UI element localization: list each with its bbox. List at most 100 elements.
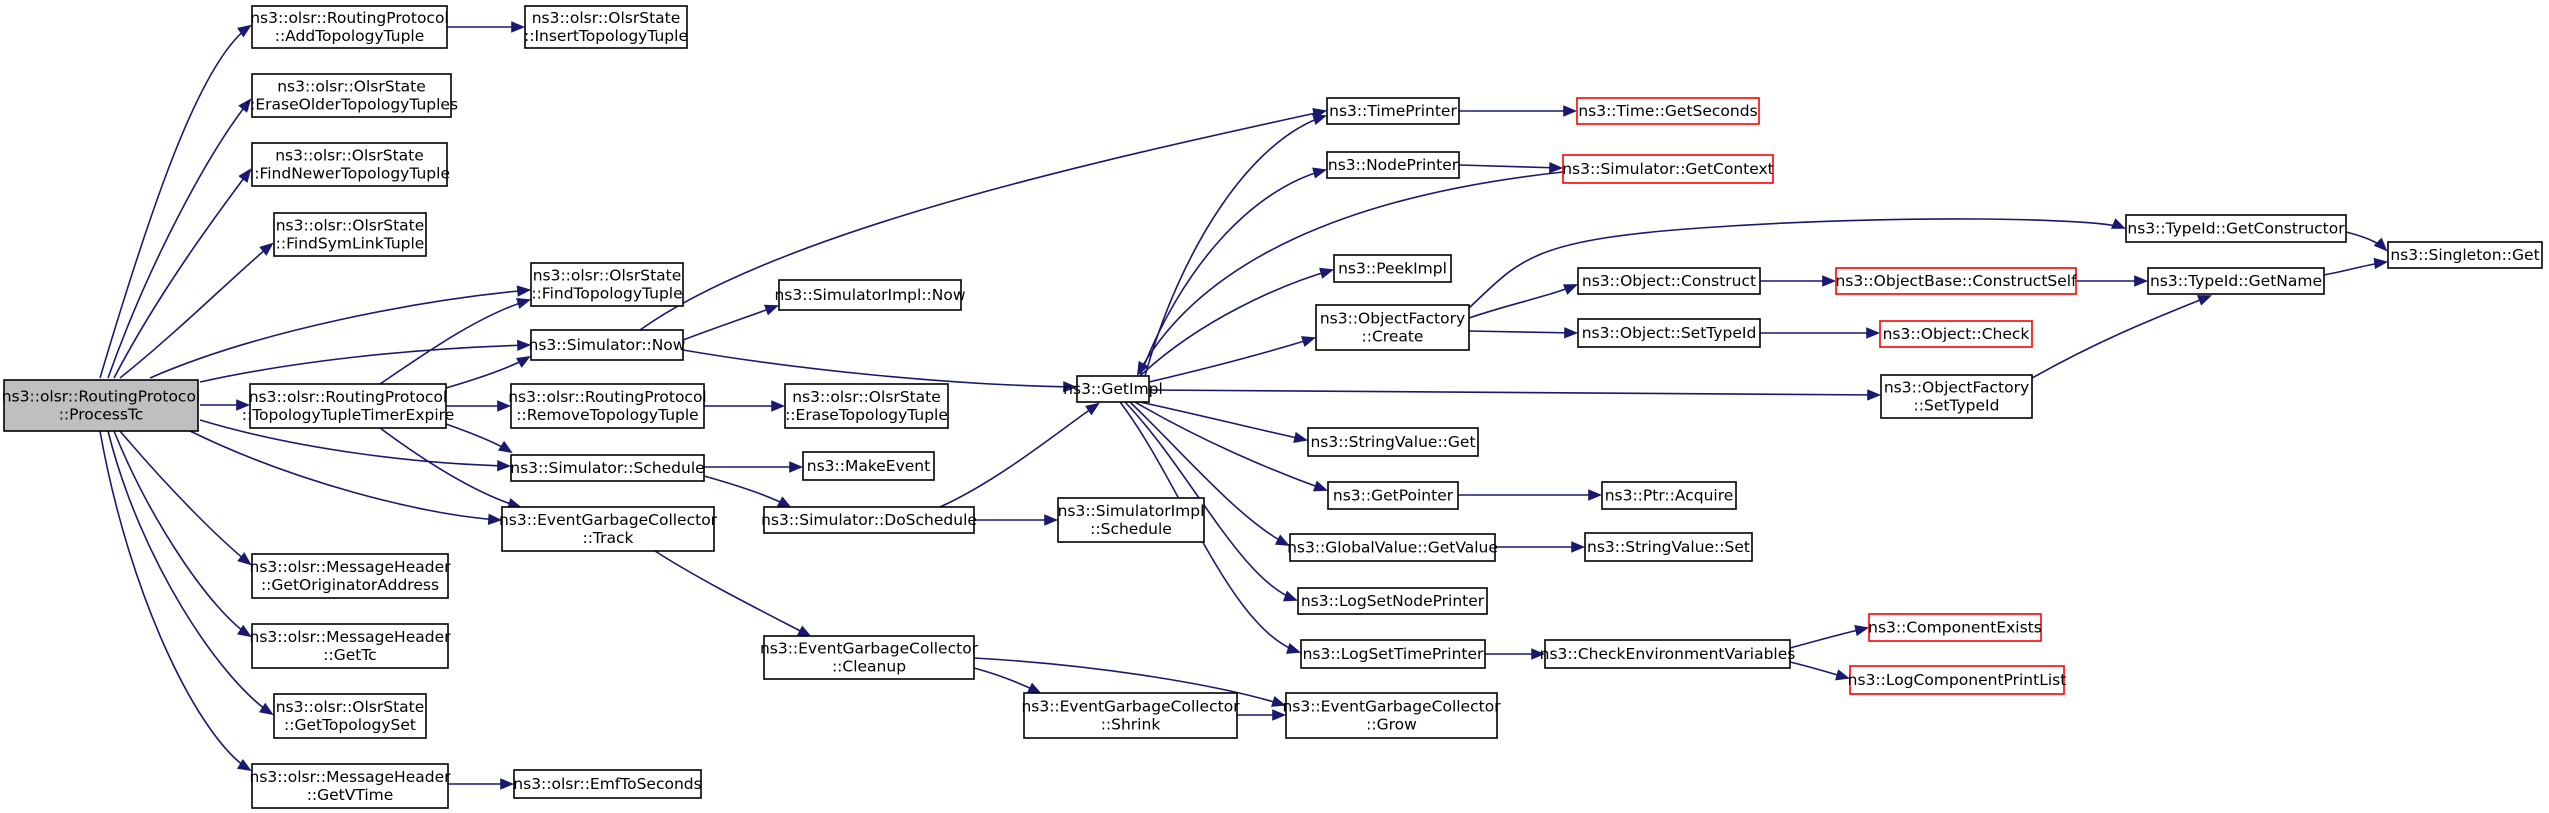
node-type-id-get-constructor[interactable]: ns3::TypeId::GetConstructor: [2125, 214, 2347, 243]
node-box[interactable]: [1544, 639, 1791, 669]
node-box[interactable]: [251, 73, 452, 118]
node-box[interactable]: [1297, 587, 1488, 615]
node-egc-track[interactable]: ns3::EventGarbageCollector::Track: [499, 506, 718, 552]
node-box[interactable]: [1577, 267, 1761, 295]
node-find-topology-tuple[interactable]: ns3::olsr::OlsrState::FindTopologyTuple: [530, 262, 684, 307]
node-box[interactable]: [1076, 375, 1150, 403]
node-box[interactable]: [1289, 533, 1496, 562]
node-box[interactable]: [1868, 613, 2042, 642]
node-simulator-now[interactable]: ns3::Simulator::Now: [529, 329, 686, 361]
node-get-pointer[interactable]: ns3::GetPointer: [1327, 481, 1459, 510]
node-box[interactable]: [784, 383, 949, 429]
node-ptr-acquire[interactable]: ns3::Ptr::Acquire: [1601, 481, 1737, 510]
node-object-set-type-id[interactable]: ns3::Object::SetTypeId: [1577, 318, 1761, 348]
node-box[interactable]: [524, 5, 688, 49]
node-box[interactable]: [1285, 692, 1498, 739]
node-make-event[interactable]: ns3::MakeEvent: [802, 451, 935, 481]
node-egc-cleanup[interactable]: ns3::EventGarbageCollector::Cleanup: [760, 635, 979, 680]
node-box[interactable]: [2387, 241, 2543, 269]
node-string-value-get[interactable]: ns3::StringValue::Get: [1307, 427, 1479, 457]
node-box[interactable]: [251, 763, 449, 809]
node-time-printer[interactable]: ns3::TimePrinter: [1326, 97, 1460, 125]
node-egc-grow[interactable]: ns3::EventGarbageCollector::Grow: [1282, 692, 1501, 739]
node-singleton-get[interactable]: ns3::Singleton::Get: [2387, 241, 2543, 269]
node-box[interactable]: [1326, 151, 1460, 179]
node-box[interactable]: [273, 212, 427, 257]
node-box[interactable]: [1333, 254, 1452, 283]
node-log-set-time-printer[interactable]: ns3::LogSetTimePrinter: [1300, 639, 1486, 669]
node-type-id-get-name[interactable]: ns3::TypeId::GetName: [2147, 267, 2325, 295]
node-node-printer[interactable]: ns3::NodePrinter: [1326, 151, 1460, 179]
node-box[interactable]: [2125, 214, 2347, 243]
node-box[interactable]: [501, 506, 715, 552]
node-log-set-node-printer[interactable]: ns3::LogSetNodePrinter: [1297, 587, 1488, 615]
node-box[interactable]: [1849, 665, 2065, 695]
node-box[interactable]: [251, 553, 449, 599]
node-box[interactable]: [1307, 427, 1479, 457]
node-box[interactable]: [1879, 320, 2033, 348]
node-box[interactable]: [763, 506, 975, 534]
node-add-topology-tuple[interactable]: ns3::olsr::RoutingProtocol::AddTopologyT…: [250, 5, 449, 49]
node-erase-topology-tuple[interactable]: ns3::olsr::OlsrState::EraseTopologyTuple: [784, 383, 949, 429]
node-find-sym-link-tuple[interactable]: ns3::olsr::OlsrState::FindSymLinkTuple: [273, 212, 427, 257]
node-box[interactable]: [1562, 154, 1774, 184]
node-simulator-impl-schedule[interactable]: ns3::SimulatorImpl::Schedule: [1057, 497, 1205, 543]
node-object-base-construct-self[interactable]: ns3::ObjectBase::ConstructSelf: [1835, 267, 2077, 295]
node-box[interactable]: [513, 769, 702, 799]
node-box[interactable]: [251, 5, 448, 49]
node-get-vtime[interactable]: ns3::olsr::MessageHeader::GetVTime: [250, 763, 452, 809]
node-box[interactable]: [510, 383, 705, 429]
node-global-value-get-value[interactable]: ns3::GlobalValue::GetValue: [1287, 533, 1498, 562]
node-emf-to-seconds[interactable]: ns3::olsr::EmfToSeconds: [513, 769, 702, 799]
node-get-originator-address[interactable]: ns3::olsr::MessageHeader::GetOriginatorA…: [250, 553, 452, 599]
node-simulator-do-schedule[interactable]: ns3::Simulator::DoSchedule: [761, 506, 977, 534]
node-box[interactable]: [1835, 267, 2077, 295]
node-box[interactable]: [1315, 304, 1470, 351]
node-process-tc[interactable]: ns3::olsr::RoutingProtocol::ProcessTc: [2, 379, 201, 432]
node-object-check[interactable]: ns3::Object::Check: [1879, 320, 2033, 348]
node-box[interactable]: [1057, 497, 1205, 543]
node-erase-older-topology-tuples[interactable]: ns3::olsr::OlsrState::EraseOlderTopology…: [245, 73, 458, 118]
node-peek-impl[interactable]: ns3::PeekImpl: [1333, 254, 1452, 283]
node-box[interactable]: [1327, 481, 1459, 510]
node-box[interactable]: [763, 635, 975, 680]
node-box[interactable]: [3, 379, 199, 432]
node-box[interactable]: [1300, 639, 1486, 669]
node-remove-topology-tuple[interactable]: ns3::olsr::RoutingProtocol::RemoveTopolo…: [508, 383, 707, 429]
node-get-impl[interactable]: ns3::GetImpl: [1063, 375, 1163, 403]
node-box[interactable]: [1576, 97, 1760, 125]
node-get-topology-set[interactable]: ns3::olsr::OlsrState::GetTopologySet: [273, 693, 427, 739]
node-find-newer-topology-tuple[interactable]: ns3::olsr::OlsrState::FindNewerTopologyT…: [249, 142, 450, 187]
node-box[interactable]: [1577, 318, 1761, 348]
node-box[interactable]: [251, 623, 449, 669]
node-simulator-impl-now[interactable]: ns3::SimulatorImpl::Now: [774, 279, 966, 311]
node-topology-tuple-timer-expire[interactable]: ns3::olsr::RoutingProtocol::TopologyTupl…: [242, 383, 455, 429]
node-box[interactable]: [1601, 481, 1737, 510]
node-check-environment-variables[interactable]: ns3::CheckEnvironmentVariables: [1540, 639, 1796, 669]
node-box[interactable]: [510, 454, 705, 482]
node-component-exists[interactable]: ns3::ComponentExists: [1868, 613, 2042, 642]
node-box[interactable]: [530, 329, 684, 361]
node-box[interactable]: [251, 142, 448, 187]
node-simulator-get-context[interactable]: ns3::Simulator::GetContext: [1562, 154, 1774, 184]
node-box[interactable]: [249, 383, 447, 429]
node-insert-topology-tuple[interactable]: ns3::olsr::OlsrState::InsertTopologyTupl…: [524, 5, 688, 49]
node-object-construct[interactable]: ns3::Object::Construct: [1577, 267, 1761, 295]
node-object-factory-create[interactable]: ns3::ObjectFactory::Create: [1315, 304, 1470, 351]
node-box[interactable]: [1880, 374, 2033, 419]
node-time-get-seconds[interactable]: ns3::Time::GetSeconds: [1576, 97, 1760, 125]
node-box[interactable]: [2147, 267, 2325, 295]
node-log-component-print-list[interactable]: ns3::LogComponentPrintList: [1848, 665, 2067, 695]
node-box[interactable]: [802, 451, 935, 481]
node-box[interactable]: [1326, 97, 1460, 125]
node-box[interactable]: [778, 279, 962, 311]
node-box[interactable]: [530, 262, 684, 307]
node-get-tc[interactable]: ns3::olsr::MessageHeader::GetTc: [250, 623, 452, 669]
node-box[interactable]: [1584, 532, 1753, 562]
node-object-factory-set-type-id[interactable]: ns3::ObjectFactory::SetTypeId: [1880, 374, 2033, 419]
node-box[interactable]: [273, 693, 427, 739]
node-box[interactable]: [1023, 692, 1238, 739]
node-egc-shrink[interactable]: ns3::EventGarbageCollector::Shrink: [1021, 692, 1240, 739]
node-simulator-schedule[interactable]: ns3::Simulator::Schedule: [510, 454, 705, 482]
node-string-value-set[interactable]: ns3::StringValue::Set: [1584, 532, 1753, 562]
